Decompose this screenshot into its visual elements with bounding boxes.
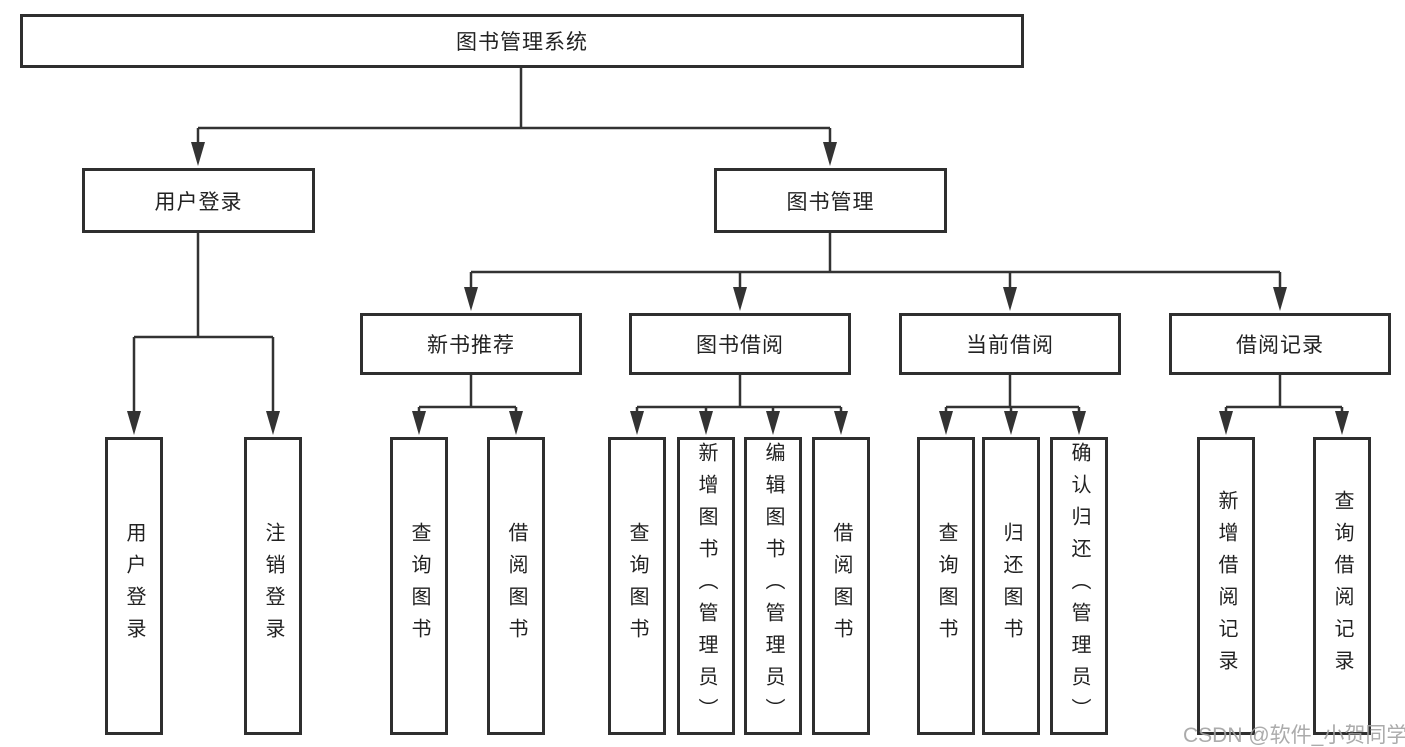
- arrow-down-icon: [1004, 411, 1018, 435]
- csdn-watermark: CSDN @软件_小贺同学: [1183, 724, 1405, 747]
- leaf-label: 注销登录: [262, 522, 284, 650]
- arrow-down-icon: [939, 411, 953, 435]
- node-library-management-system: 图书管理系统: [20, 14, 1024, 68]
- arrow-down-icon: [127, 411, 141, 435]
- arrow-down-icon: [699, 411, 713, 435]
- leaf-label: 查询图书: [408, 522, 430, 650]
- arrow-down-icon: [733, 287, 747, 311]
- leaf-label: 查询借阅记录: [1331, 490, 1353, 682]
- node-label: 图书管理: [786, 190, 875, 214]
- leaf-add-book-admin: 新增图书（管理员）: [677, 437, 735, 735]
- node-book-borrowing: 图书借阅: [629, 313, 851, 375]
- arrow-down-icon: [509, 411, 523, 435]
- node-label: 用户登录: [154, 190, 243, 214]
- node-book-management: 图书管理: [714, 168, 947, 233]
- leaf-borrow-books-recommend: 借阅图书: [487, 437, 545, 735]
- arrow-down-icon: [191, 142, 205, 166]
- arrow-down-icon: [1003, 287, 1017, 311]
- leaf-label: 新增图书（管理员）: [695, 442, 717, 730]
- leaf-label: 归还图书: [1000, 522, 1022, 650]
- leaf-query-books-borrow: 查询图书: [608, 437, 666, 735]
- arrow-down-icon: [823, 142, 837, 166]
- leaf-user-login: 用户登录: [105, 437, 163, 735]
- node-label: 图书管理系统: [456, 31, 588, 54]
- arrow-down-icon: [266, 411, 280, 435]
- node-label: 借阅记录: [1236, 334, 1324, 357]
- arrow-down-icon: [412, 411, 426, 435]
- leaf-query-books-current: 查询图书: [917, 437, 975, 735]
- arrow-down-icon: [1273, 287, 1287, 311]
- node-label: 图书借阅: [696, 334, 784, 357]
- node-label: 当前借阅: [966, 334, 1054, 357]
- node-borrowing-records: 借阅记录: [1169, 313, 1391, 375]
- leaf-label: 用户登录: [123, 522, 145, 650]
- leaf-label: 编辑图书（管理员）: [762, 442, 784, 730]
- leaf-logout: 注销登录: [244, 437, 302, 735]
- leaf-label: 借阅图书: [505, 522, 527, 650]
- arrow-down-icon: [766, 411, 780, 435]
- leaf-label: 确认归还（管理员）: [1068, 442, 1090, 730]
- node-new-book-recommendation: 新书推荐: [360, 313, 582, 375]
- arrow-down-icon: [630, 411, 644, 435]
- leaf-borrow-books: 借阅图书: [812, 437, 870, 735]
- leaf-query-borrow-record: 查询借阅记录: [1313, 437, 1371, 735]
- leaf-query-books-recommend: 查询图书: [390, 437, 448, 735]
- node-user-login: 用户登录: [82, 168, 315, 233]
- leaf-return-books: 归还图书: [982, 437, 1040, 735]
- node-label: 新书推荐: [427, 334, 515, 357]
- arrow-down-icon: [1219, 411, 1233, 435]
- arrow-down-icon: [834, 411, 848, 435]
- leaf-confirm-return-admin: 确认归还（管理员）: [1050, 437, 1108, 735]
- leaf-label: 查询图书: [626, 522, 648, 650]
- leaf-label: 借阅图书: [830, 522, 852, 650]
- node-current-borrowing: 当前借阅: [899, 313, 1121, 375]
- leaf-add-borrow-record: 新增借阅记录: [1197, 437, 1255, 735]
- leaf-label: 新增借阅记录: [1215, 490, 1237, 682]
- leaf-label: 查询图书: [935, 522, 957, 650]
- leaf-edit-book-admin: 编辑图书（管理员）: [744, 437, 802, 735]
- arrow-down-icon: [464, 287, 478, 311]
- arrow-down-icon: [1072, 411, 1086, 435]
- arrow-down-icon: [1335, 411, 1349, 435]
